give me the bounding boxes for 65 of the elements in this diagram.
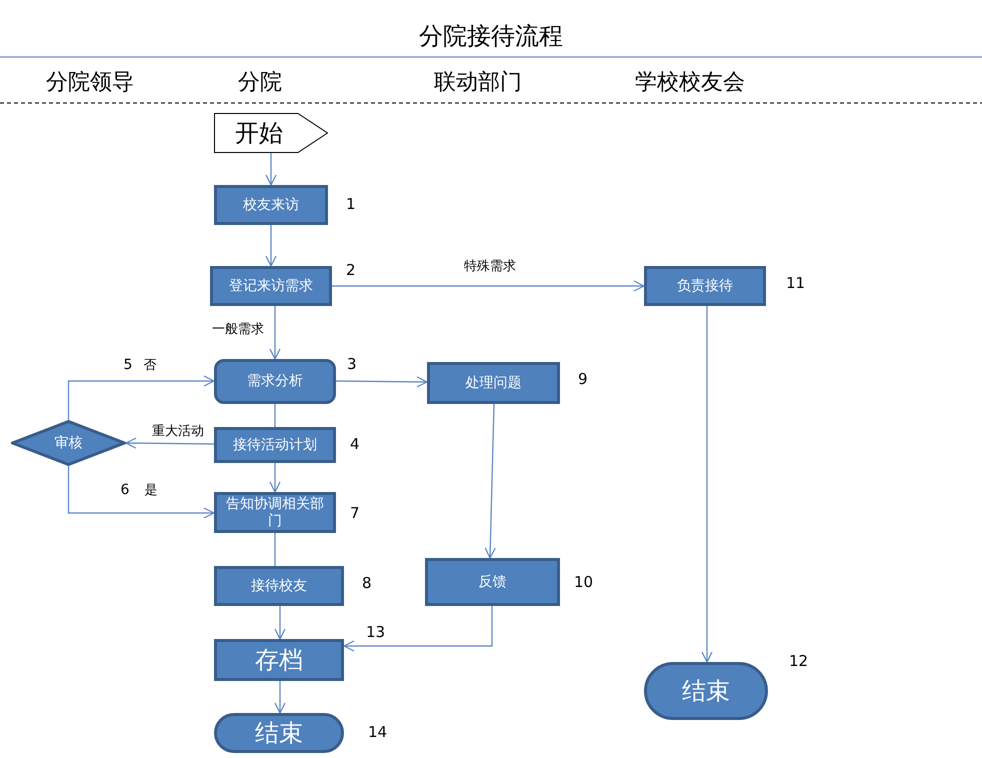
step-label: 告知协调相关部门 bbox=[225, 496, 325, 530]
arrow bbox=[265, 153, 277, 186]
step-label: 处理问题 bbox=[464, 374, 522, 392]
arrow bbox=[125, 438, 214, 449]
end-terminal bbox=[214, 713, 344, 753]
process-box bbox=[644, 266, 766, 306]
arrow bbox=[701, 306, 713, 663]
step-number: 5 bbox=[124, 357, 132, 373]
step-number: 14 bbox=[368, 723, 388, 741]
process-box bbox=[214, 639, 344, 681]
step-number: 13 bbox=[366, 623, 386, 641]
step-label: 登记来访需求 bbox=[228, 278, 314, 294]
arrow bbox=[265, 225, 277, 267]
edge-label: 重大活动 bbox=[151, 422, 205, 440]
step-number: 6 bbox=[120, 482, 130, 498]
step-label: 结束 bbox=[254, 718, 304, 748]
step-label: 需求分析 bbox=[246, 373, 304, 390]
edge-label: 一般需求 bbox=[211, 320, 265, 338]
step-number: 3 bbox=[347, 355, 357, 373]
process-box bbox=[214, 359, 336, 404]
process-box bbox=[214, 492, 336, 533]
step-number: 4 bbox=[350, 435, 360, 453]
arrow bbox=[484, 404, 496, 559]
step-number: 12 bbox=[789, 652, 808, 670]
step-label: 结束 bbox=[681, 676, 731, 706]
process-box bbox=[210, 266, 332, 306]
arrow bbox=[274, 606, 286, 640]
step-number: 10 bbox=[574, 573, 594, 591]
step-label: 反馈 bbox=[478, 574, 508, 590]
arrow bbox=[68, 375, 215, 420]
step-label: 接待活动计划 bbox=[232, 436, 318, 454]
lane-header: 学校校友会 bbox=[635, 69, 745, 97]
step-label: 存档 bbox=[254, 646, 304, 674]
step-number: 9 bbox=[578, 370, 588, 388]
step-label: 接待校友 bbox=[250, 578, 308, 594]
arrow bbox=[343, 606, 493, 652]
start-terminal bbox=[214, 113, 328, 153]
process-box bbox=[214, 566, 344, 606]
edge-label: 特殊需求 bbox=[463, 257, 517, 275]
step-label: 审核 bbox=[54, 434, 84, 452]
edge-label: 否 bbox=[142, 356, 158, 374]
process-box bbox=[427, 362, 560, 404]
step-label: 开始 bbox=[234, 118, 284, 148]
step-number: 1 bbox=[346, 195, 356, 213]
arrow bbox=[269, 463, 281, 493]
arrow bbox=[274, 681, 286, 714]
process-box bbox=[214, 185, 328, 225]
arrow bbox=[68, 466, 215, 519]
process-box bbox=[214, 427, 336, 463]
diagram-title: 分院接待流程 bbox=[418, 21, 564, 52]
decision-diamond bbox=[11, 420, 126, 466]
step-number: 7 bbox=[350, 504, 360, 522]
step-label: 负责接待 bbox=[676, 278, 734, 294]
arrow bbox=[332, 280, 645, 292]
step-number: 11 bbox=[786, 274, 806, 292]
lane-header: 分院领导 bbox=[46, 69, 134, 97]
edge-label: 是 bbox=[144, 481, 158, 499]
step-number: 2 bbox=[346, 261, 356, 279]
step-number: 8 bbox=[362, 574, 372, 592]
arrow bbox=[336, 376, 428, 388]
step-label: 校友来访 bbox=[242, 196, 300, 214]
process-box bbox=[425, 558, 560, 606]
lane-header: 联动部门 bbox=[434, 69, 522, 97]
lane-header: 分院 bbox=[238, 69, 282, 97]
arrow bbox=[269, 306, 281, 360]
